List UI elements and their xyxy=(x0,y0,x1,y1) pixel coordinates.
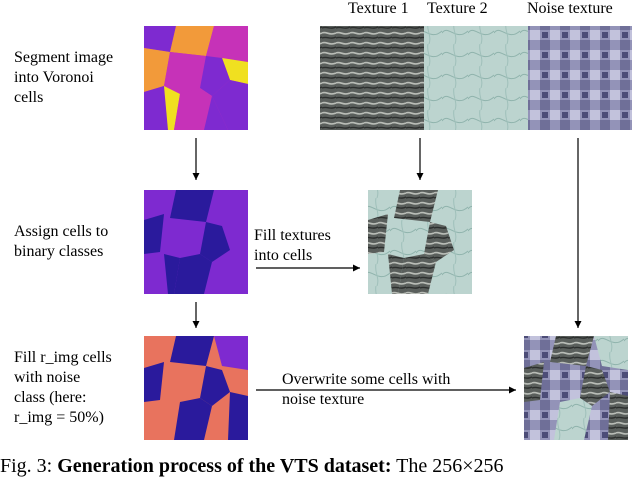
overwrite-label: Overwrite some cells with noise texture xyxy=(282,371,451,408)
voronoi-segmentation-image xyxy=(144,26,248,130)
step-fill-noise-label: Fill r_img cells with noise class (here:… xyxy=(14,349,112,426)
texture1-image xyxy=(320,26,424,130)
texture1-header: Texture 1 xyxy=(348,0,409,17)
caption-bold: Generation process of the VTS dataset: xyxy=(57,455,392,477)
final-result-image xyxy=(524,336,628,440)
texture2-header: Texture 2 xyxy=(427,0,488,17)
texture-filled-image xyxy=(368,190,472,294)
caption-prefix: Fig. 3: xyxy=(0,455,53,477)
noise-texture-header: Noise texture xyxy=(527,0,613,17)
figure-caption: Fig. 3: Generation process of the VTS da… xyxy=(0,455,640,477)
step-segment-label: Segment image into Voronoi cells xyxy=(14,49,114,106)
fill-textures-label: Fill textures into cells xyxy=(254,227,331,264)
texture2-image xyxy=(424,26,528,130)
binary-classes-image xyxy=(144,190,248,294)
caption-rest: The 256×256 xyxy=(396,455,504,477)
noise-class-image xyxy=(144,336,248,440)
step-assign-label: Assign cells to binary classes xyxy=(14,223,109,260)
noise-texture-image xyxy=(528,26,632,130)
